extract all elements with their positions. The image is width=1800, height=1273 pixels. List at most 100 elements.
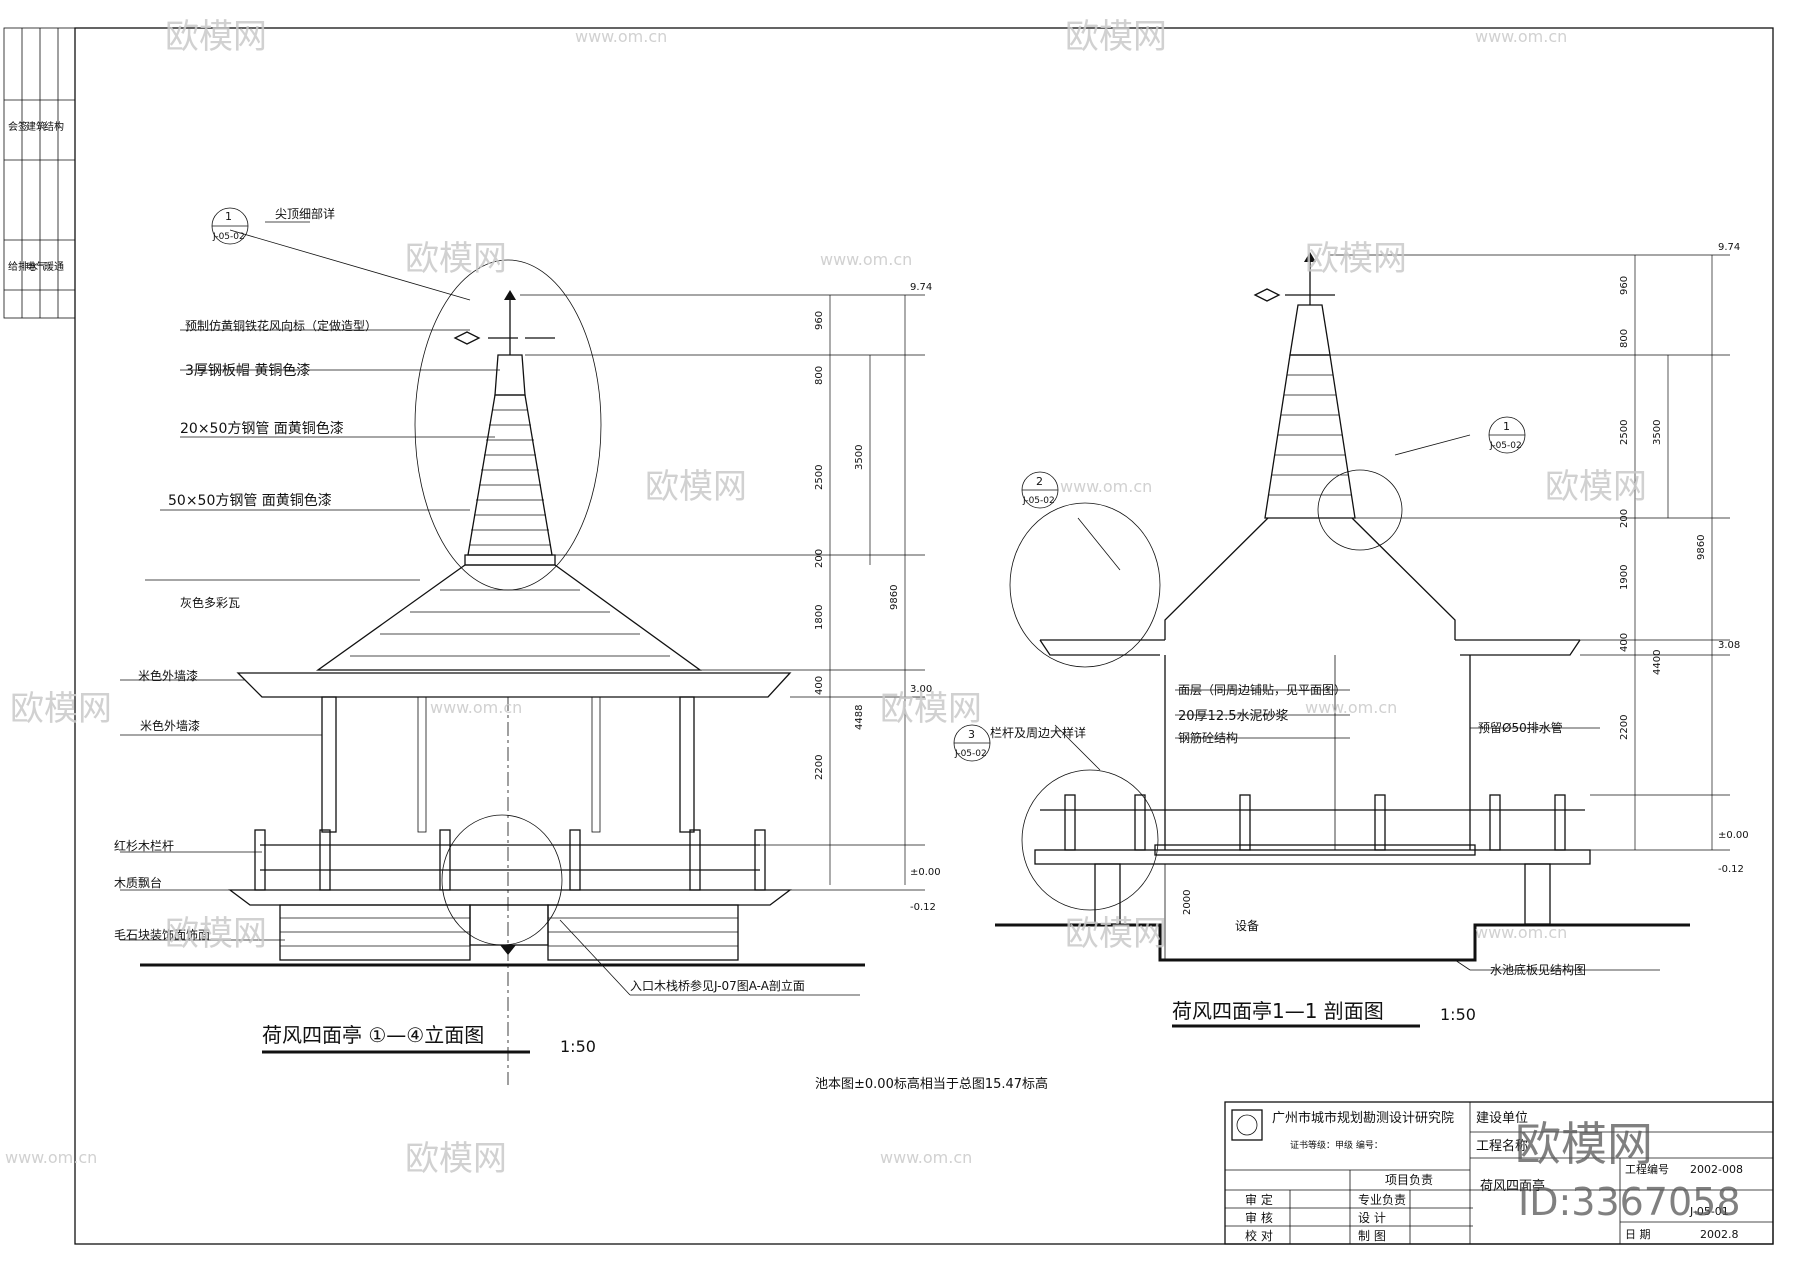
role-label: 审 定 <box>1245 1192 1273 1207</box>
level-mark: 9.74 <box>1718 242 1740 253</box>
institute-name: 广州市城市规划勘测设计研究院 <box>1272 1110 1454 1126</box>
project-lead: 项目负责 <box>1385 1173 1433 1187</box>
project-no-label: 工程编号 <box>1625 1162 1669 1176</box>
watermark-text: 欧模网 <box>405 1139 507 1179</box>
dim-text: 400 <box>1619 633 1630 652</box>
watermark-text: 欧模网 <box>645 467 747 507</box>
right-section: 2 J-05-02 1 J-05-02 3 J-05-02 9.74 3.08 … <box>953 242 1749 1028</box>
dim-text: 2200 <box>814 755 825 780</box>
detail-ref-sheet: J-05-02 <box>1489 441 1522 451</box>
role-label: 校 对 <box>1245 1228 1273 1243</box>
dim-text: 200 <box>1619 509 1630 528</box>
detail-ref-sheet: J-05-02 <box>1022 496 1055 506</box>
left-label: 毛石块装饰面饰面 <box>114 928 210 942</box>
side-strip: 会签 建筑 结构 给排水 电气 暖通 <box>3 27 76 319</box>
left-elevation: 1 J-05-02 9.74 3.00 ±0.00 -0.12 960 800 … <box>114 206 941 1085</box>
dim-text: 2000 <box>1182 890 1193 915</box>
left-label: 灰色多彩瓦 <box>180 596 240 610</box>
detail-ref-sheet: J-05-02 <box>212 232 245 242</box>
side-strip-label: 给排水 <box>8 260 38 273</box>
right-label: 钢筋砼结构 <box>1178 730 1238 745</box>
date-value: 2002.8 <box>1700 1228 1739 1241</box>
side-strip-label: 电气 <box>26 260 46 273</box>
dim-text: 4400 <box>1652 650 1663 675</box>
level-mark: -0.12 <box>1718 864 1744 875</box>
right-label: 面层（同周边铺贴，见平面图） <box>1178 683 1346 697</box>
dim-text: 960 <box>814 311 825 330</box>
left-label: 米色外墙漆 <box>138 669 198 683</box>
dim-text: 2200 <box>1619 715 1630 740</box>
detail-ref-num: 3 <box>968 728 975 741</box>
left-label: 3厚钢板帽 黄铜色漆 <box>185 362 310 379</box>
left-label: 20×50方钢管 面黄铜色漆 <box>180 420 344 437</box>
left-label: 预制仿黄铜铁花风向标（定做造型） <box>185 318 377 333</box>
role-label: 制 图 <box>1358 1229 1386 1243</box>
left-label: 红杉木栏杆 <box>114 838 174 853</box>
drawing-border <box>74 27 1774 1245</box>
dim-text: 960 <box>1619 276 1630 295</box>
left-label: 木质飘台 <box>114 875 162 890</box>
title-block: 广州市城市规划勘测设计研究院 证书等级：甲级 编号： 项目负责 审 定 审 核 … <box>1224 1101 1774 1245</box>
watermark-layer: 欧模网 www.om.cn 欧模网 www.om.cn 欧模网 www.om.c… <box>5 17 1647 1179</box>
level-mark: ±0.00 <box>1718 830 1749 841</box>
detail-ref-num: 1 <box>1503 420 1510 433</box>
dim-text: 9860 <box>889 585 900 610</box>
dim-text: 800 <box>1619 329 1630 348</box>
watermark-text: www.om.cn <box>1305 698 1397 717</box>
watermark-text: 欧模网 <box>10 689 112 729</box>
watermark-text: www.om.cn <box>430 698 522 717</box>
watermark-brand-large: 欧模网 <box>1515 1117 1653 1171</box>
dim-text: 1800 <box>814 605 825 630</box>
left-label: 50×50方钢管 面黄铜色漆 <box>168 492 332 509</box>
date-label: 日 期 <box>1625 1228 1651 1241</box>
drawing-name: 荷风四面亭 <box>1480 1178 1545 1194</box>
side-strip-label: 会签 <box>8 120 28 133</box>
right-label: 预留Ø50排水管 <box>1478 720 1563 735</box>
left-label: 尖顶细部详 <box>275 206 335 221</box>
watermark-text: www.om.cn <box>820 250 912 269</box>
right-label: 水池底板见结构图 <box>1490 962 1586 977</box>
watermark-text: 欧模网 <box>405 239 507 279</box>
project-name-label: 工程名称 <box>1476 1138 1528 1154</box>
role-label: 专业负责 <box>1358 1192 1406 1207</box>
level-mark: 9.74 <box>910 282 932 293</box>
dim-text: 2500 <box>1619 420 1630 445</box>
dim-text: 2500 <box>814 465 825 490</box>
level-mark: ±0.00 <box>910 867 941 878</box>
side-strip-label: 结构 <box>44 120 64 133</box>
dim-text: 800 <box>814 366 825 385</box>
watermark-text: www.om.cn <box>1475 27 1567 46</box>
watermark-text: www.om.cn <box>5 1148 97 1167</box>
watermark-text: 欧模网 <box>1065 17 1167 57</box>
watermark-text: 欧模网 <box>1065 914 1167 954</box>
dim-text: 200 <box>814 549 825 568</box>
owner-label: 建设单位 <box>1476 1111 1528 1126</box>
general-note: 池本图±0.00标高相当于总图15.47标高 <box>815 1076 1048 1092</box>
level-mark: 3.08 <box>1718 640 1740 651</box>
dim-text: 4488 <box>854 705 865 730</box>
right-label: 20厚12.5水泥砂浆 <box>1178 709 1289 724</box>
role-label: 设 计 <box>1358 1211 1386 1225</box>
sheet-no: J-05-01 <box>1689 1205 1729 1218</box>
side-strip-label: 暖通 <box>44 260 64 273</box>
watermark-text: www.om.cn <box>1060 477 1152 496</box>
detail-ref-num: 1 <box>225 210 232 223</box>
watermark-text: 欧模网 <box>1545 467 1647 507</box>
side-strip-label: 建筑 <box>26 120 46 133</box>
left-view-scale: 1:50 <box>560 1037 596 1056</box>
watermark-stamp: 欧模网 ID:3367058 <box>1515 1117 1741 1224</box>
left-view-title: 荷风四面亭 ①—④立面图 <box>262 1023 484 1047</box>
dim-text: 400 <box>814 676 825 695</box>
watermark-text: www.om.cn <box>575 27 667 46</box>
right-view-scale: 1:50 <box>1440 1005 1476 1024</box>
left-label: 入口木栈桥参见J-07图A-A剖立面 <box>630 978 805 993</box>
watermark-text: 欧模网 <box>165 914 267 954</box>
right-view-title: 荷风四面亭1—1 剖面图 <box>1172 999 1384 1023</box>
watermark-text: 欧模网 <box>165 17 267 57</box>
dim-text: 1900 <box>1619 565 1630 590</box>
dim-text: 3500 <box>1652 420 1663 445</box>
detail-ref-sheet: J-05-02 <box>954 749 987 759</box>
detail-ref-callouts: 2 J-05-02 1 J-05-02 3 J-05-02 <box>953 416 1526 762</box>
detail-ref-num: 2 <box>1036 475 1043 488</box>
